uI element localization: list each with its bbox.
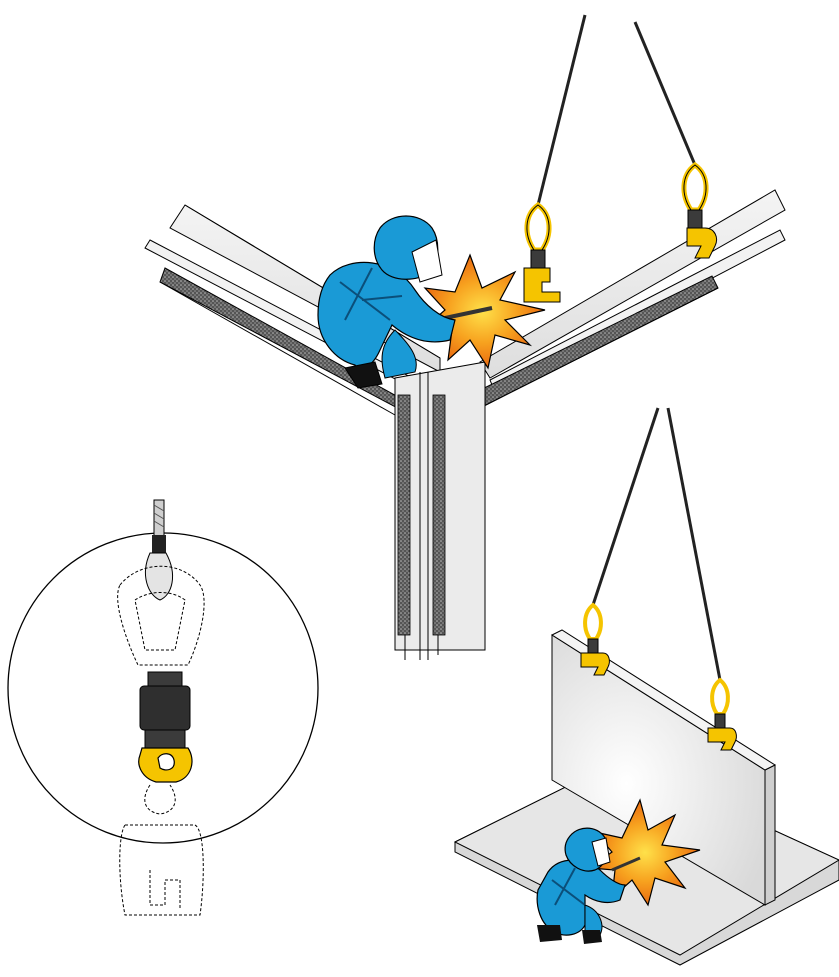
column-weld-left <box>398 395 410 635</box>
lifting-clamp-icon <box>581 605 609 675</box>
swivel-hook-icon <box>524 205 560 302</box>
wire-rope-left <box>593 408 658 605</box>
lifting-clamp-icon <box>524 268 560 302</box>
wire-rope-right <box>668 408 720 680</box>
t-plate-scene <box>455 408 839 965</box>
swivel-icon <box>140 672 190 748</box>
column-weld-right <box>433 395 445 635</box>
swivel-hook-icon <box>684 165 717 258</box>
lifting-clamp-icon <box>708 680 736 750</box>
detail-callout-scene <box>8 500 318 915</box>
wire-rope-left <box>538 15 585 205</box>
wire-rope-right <box>635 22 695 165</box>
